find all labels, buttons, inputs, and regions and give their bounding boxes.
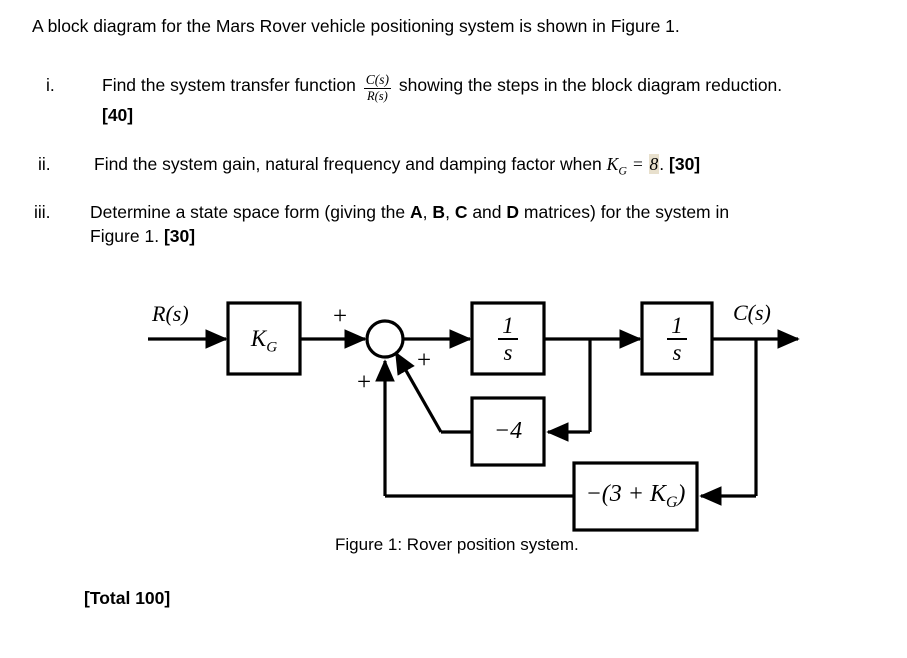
question-number-iii: iii.	[34, 202, 51, 222]
question-body-ii: Find the system gain, natural frequency …	[94, 152, 888, 179]
integrator2-numerator: 1	[671, 313, 683, 338]
gain-block-label: KG	[228, 326, 300, 357]
integrator2-fraction: 1 s	[667, 314, 687, 364]
integrator1-denominator: s	[503, 340, 513, 365]
feedback-outer-prefix: −(3 + K	[585, 481, 666, 507]
integrator1-label: 1 s	[472, 314, 544, 365]
input-signal-label: R(s)	[152, 301, 189, 326]
integrator1-fraction-bar	[498, 338, 518, 340]
sum-sign-top: +	[333, 303, 348, 330]
gain-period: .	[659, 154, 665, 174]
integrator2-fraction-bar	[667, 338, 687, 340]
total-marks: [Total 100]	[84, 588, 171, 608]
integrator2-denominator: s	[672, 340, 682, 365]
gain-value-highlighted: 8	[648, 154, 660, 174]
question-iii-marks: [30]	[163, 226, 196, 247]
question-body-i: Find the system transfer function C(s) R…	[102, 73, 886, 127]
question-i-marks: [40]	[102, 104, 134, 125]
matrix-sep-1: ,	[422, 202, 428, 222]
matrix-label-c: C	[454, 202, 468, 222]
gain-symbol-kg: KG	[606, 154, 627, 178]
equals-sign: =	[631, 154, 644, 174]
gain-block-subscript: G	[266, 338, 278, 356]
gain-symbol-subscript: G	[618, 163, 627, 178]
summing-junction	[365, 319, 405, 359]
question-ii-text-before: Find the system gain, natural frequency …	[94, 154, 602, 174]
question-item-ii: ii. Find the system gain, natural freque…	[38, 152, 888, 179]
intro-paragraph: A block diagram for the Mars Rover vehic…	[32, 16, 680, 36]
matrix-label-a: A	[410, 202, 423, 222]
figure-caption: Figure 1: Rover position system.	[335, 535, 579, 554]
question-body-iii: Determine a state space form (giving the…	[90, 200, 864, 248]
integrator2-label: 1 s	[642, 314, 712, 365]
feedback-outer-subscript: G	[665, 493, 678, 511]
feedback-outer-tail: )	[677, 481, 686, 507]
question-item-i: i. Find the system transfer function C(s…	[46, 73, 886, 127]
question-ii-marks: [30]	[669, 154, 701, 174]
gain-symbol-letter: K	[606, 154, 619, 174]
fraction-numerator: C(s)	[365, 72, 389, 88]
matrix-conjunction: and	[472, 202, 502, 222]
matrix-sep-2: ,	[445, 202, 450, 222]
matrix-label-b: B	[432, 202, 446, 222]
question-i-text-after: showing the steps in the block diagram r…	[398, 75, 783, 95]
feedback-outer-label: −(3 + KG)	[572, 481, 699, 512]
question-iii-text-part2: matrices) for the system in	[523, 202, 730, 222]
sum-sign-right: +	[417, 347, 432, 374]
integrator1-fraction: 1 s	[498, 314, 518, 364]
matrix-label-d: D	[506, 202, 520, 222]
feedback-minus4-label: −4	[493, 418, 523, 444]
fraction-denominator: R(s)	[366, 89, 388, 104]
question-iii-text-part1: Determine a state space form (giving the	[90, 202, 406, 222]
question-i-text-before: Find the system transfer function	[102, 75, 356, 95]
transfer-function-fraction: C(s) R(s)	[363, 72, 391, 104]
fraction-bar	[363, 88, 391, 90]
question-iii-text-line2: Figure 1.	[90, 226, 160, 247]
question-item-iii: iii. Determine a state space form (givin…	[34, 200, 864, 248]
question-number-i: i.	[46, 75, 55, 95]
output-signal-label: C(s)	[733, 300, 771, 325]
question-number-ii: ii.	[38, 154, 51, 174]
sum-sign-left: +	[357, 369, 372, 396]
integrator1-numerator: 1	[502, 313, 514, 338]
gain-block-letter: K	[250, 326, 267, 351]
